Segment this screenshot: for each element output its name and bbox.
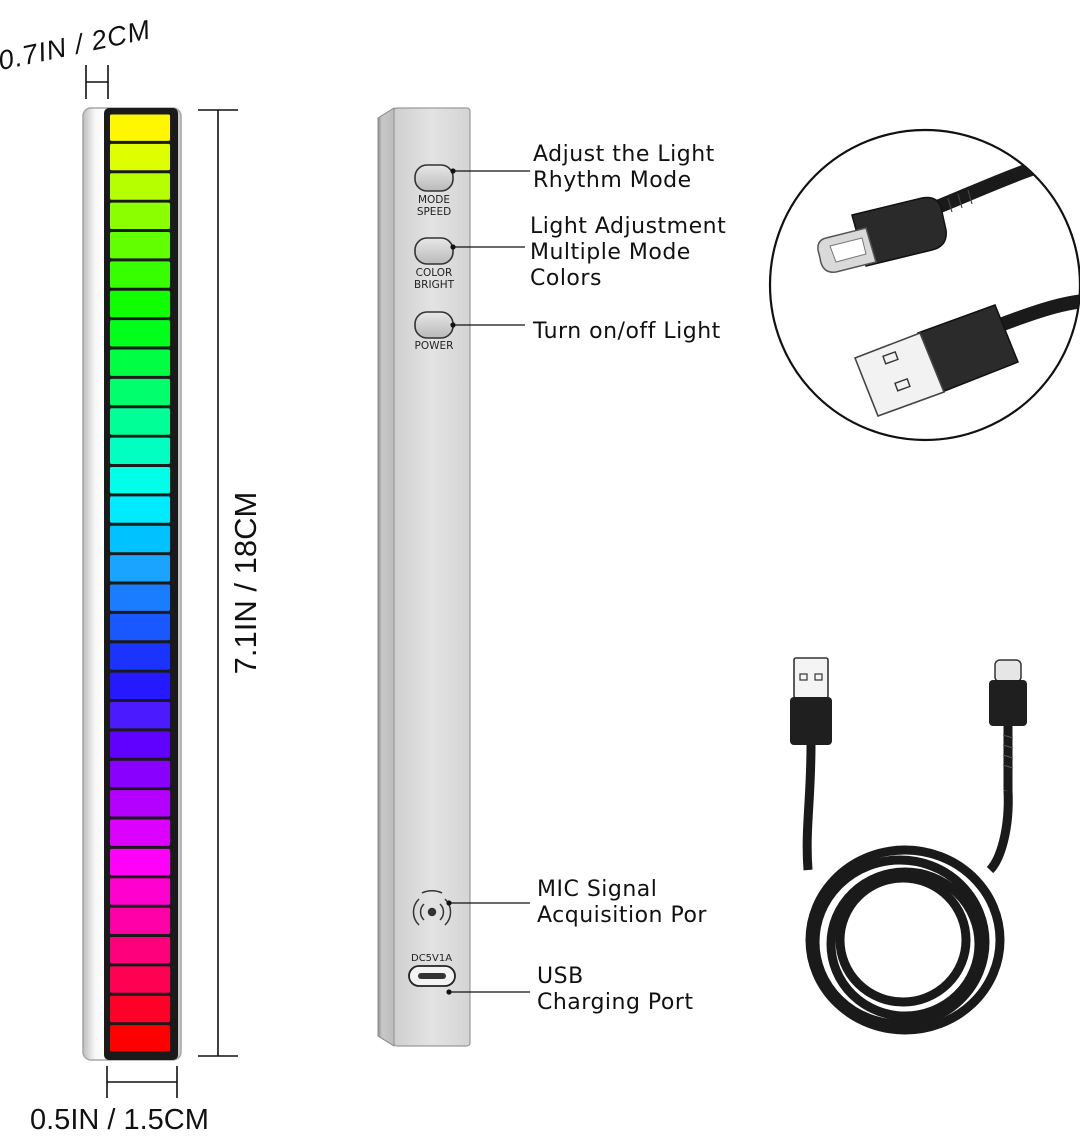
- led-segment: [110, 790, 170, 817]
- led-segment: [110, 848, 170, 876]
- led-segment: [110, 173, 170, 200]
- power-button[interactable]: [414, 311, 454, 339]
- callout-color-line1: Light Adjustment: [530, 214, 727, 239]
- led-segment: [110, 966, 170, 993]
- mode-speed-label: MODE SPEED: [404, 194, 464, 218]
- led-segment: [110, 702, 170, 729]
- led-segment: [110, 143, 170, 171]
- callout-color-bright: Light Adjustment Multiple Mode Colors: [530, 214, 726, 292]
- led-segment: [110, 467, 170, 494]
- width-dimension-marker: [85, 65, 109, 99]
- power-label-text: POWER: [414, 340, 454, 352]
- led-segment: [110, 114, 170, 141]
- mode-label: MODE: [417, 194, 451, 206]
- color-bright-label: COLOR BRIGHT: [404, 267, 464, 291]
- led-segment: [110, 643, 170, 670]
- callout-color-line3: Colors: [530, 266, 602, 291]
- connector-zoom-circle: [768, 128, 1080, 442]
- led-segment: [110, 937, 170, 964]
- callout-usb: USB Charging Port: [537, 964, 694, 1016]
- callout-mode-line2: Rhythm Mode: [533, 168, 692, 193]
- led-segment: [110, 525, 170, 553]
- led-segment: [110, 290, 170, 318]
- usb-a-connector-icon: [853, 293, 1080, 418]
- callout-mode-line1: Adjust the Light: [533, 142, 715, 167]
- usb-c-port-icon: [408, 965, 456, 987]
- led-segment: [110, 907, 170, 934]
- height-dimension-label: 7.1IN / 18CM: [228, 491, 263, 675]
- callout-usb-line1: USB: [537, 964, 584, 989]
- callout-power-line1: Turn on/off Light: [533, 319, 721, 344]
- led-segment: [110, 613, 170, 641]
- callout-color-line2: Multiple Mode: [530, 240, 691, 265]
- led-segments: [110, 114, 170, 1052]
- led-segment: [110, 437, 170, 464]
- depth-dimension-marker: [106, 1066, 178, 1098]
- color-label: COLOR: [415, 267, 453, 279]
- led-segment: [110, 760, 170, 788]
- led-segment: [110, 320, 170, 347]
- led-segment: [110, 232, 170, 259]
- device-side-view: [377, 107, 471, 1047]
- led-segment: [110, 731, 170, 758]
- led-segment: [110, 408, 170, 435]
- led-segment: [110, 378, 170, 406]
- led-segment: [110, 672, 170, 699]
- callout-mic-line1: MIC Signal: [537, 877, 658, 902]
- led-segment: [110, 1025, 170, 1052]
- callout-mic: MIC Signal Acquisition Por: [537, 877, 707, 929]
- power-label: POWER: [404, 340, 464, 352]
- callout-mic-line2: Acquisition Por: [537, 903, 707, 928]
- rgb-light-bar: [82, 107, 182, 1061]
- speed-label: SPEED: [416, 206, 452, 218]
- mode-speed-button[interactable]: [414, 164, 454, 192]
- cable-icon: [790, 657, 1027, 1035]
- led-segment: [110, 555, 170, 582]
- led-segment: [110, 496, 170, 523]
- led-segment: [110, 261, 170, 288]
- led-segment: [110, 995, 170, 1023]
- led-segment: [110, 202, 170, 229]
- callout-lines: [449, 170, 530, 993]
- led-segment: [110, 819, 170, 846]
- callout-mode-speed: Adjust the Light Rhythm Mode: [533, 142, 715, 194]
- callout-usb-line2: Charging Port: [537, 990, 694, 1015]
- wave-mic-icon: [412, 890, 452, 926]
- led-segment: [110, 584, 170, 611]
- bright-label: BRIGHT: [413, 279, 455, 291]
- usb-c-connector-icon: [817, 143, 1080, 273]
- callout-power: Turn on/off Light: [533, 319, 721, 345]
- depth-dimension-label: 0.5IN / 1.5CM: [30, 1104, 209, 1136]
- port-rating-label: DC5V1A: [411, 953, 453, 964]
- height-dimension-marker: [198, 109, 238, 1057]
- led-segment: [110, 878, 170, 905]
- led-segment: [110, 349, 170, 376]
- color-bright-button[interactable]: [414, 237, 454, 265]
